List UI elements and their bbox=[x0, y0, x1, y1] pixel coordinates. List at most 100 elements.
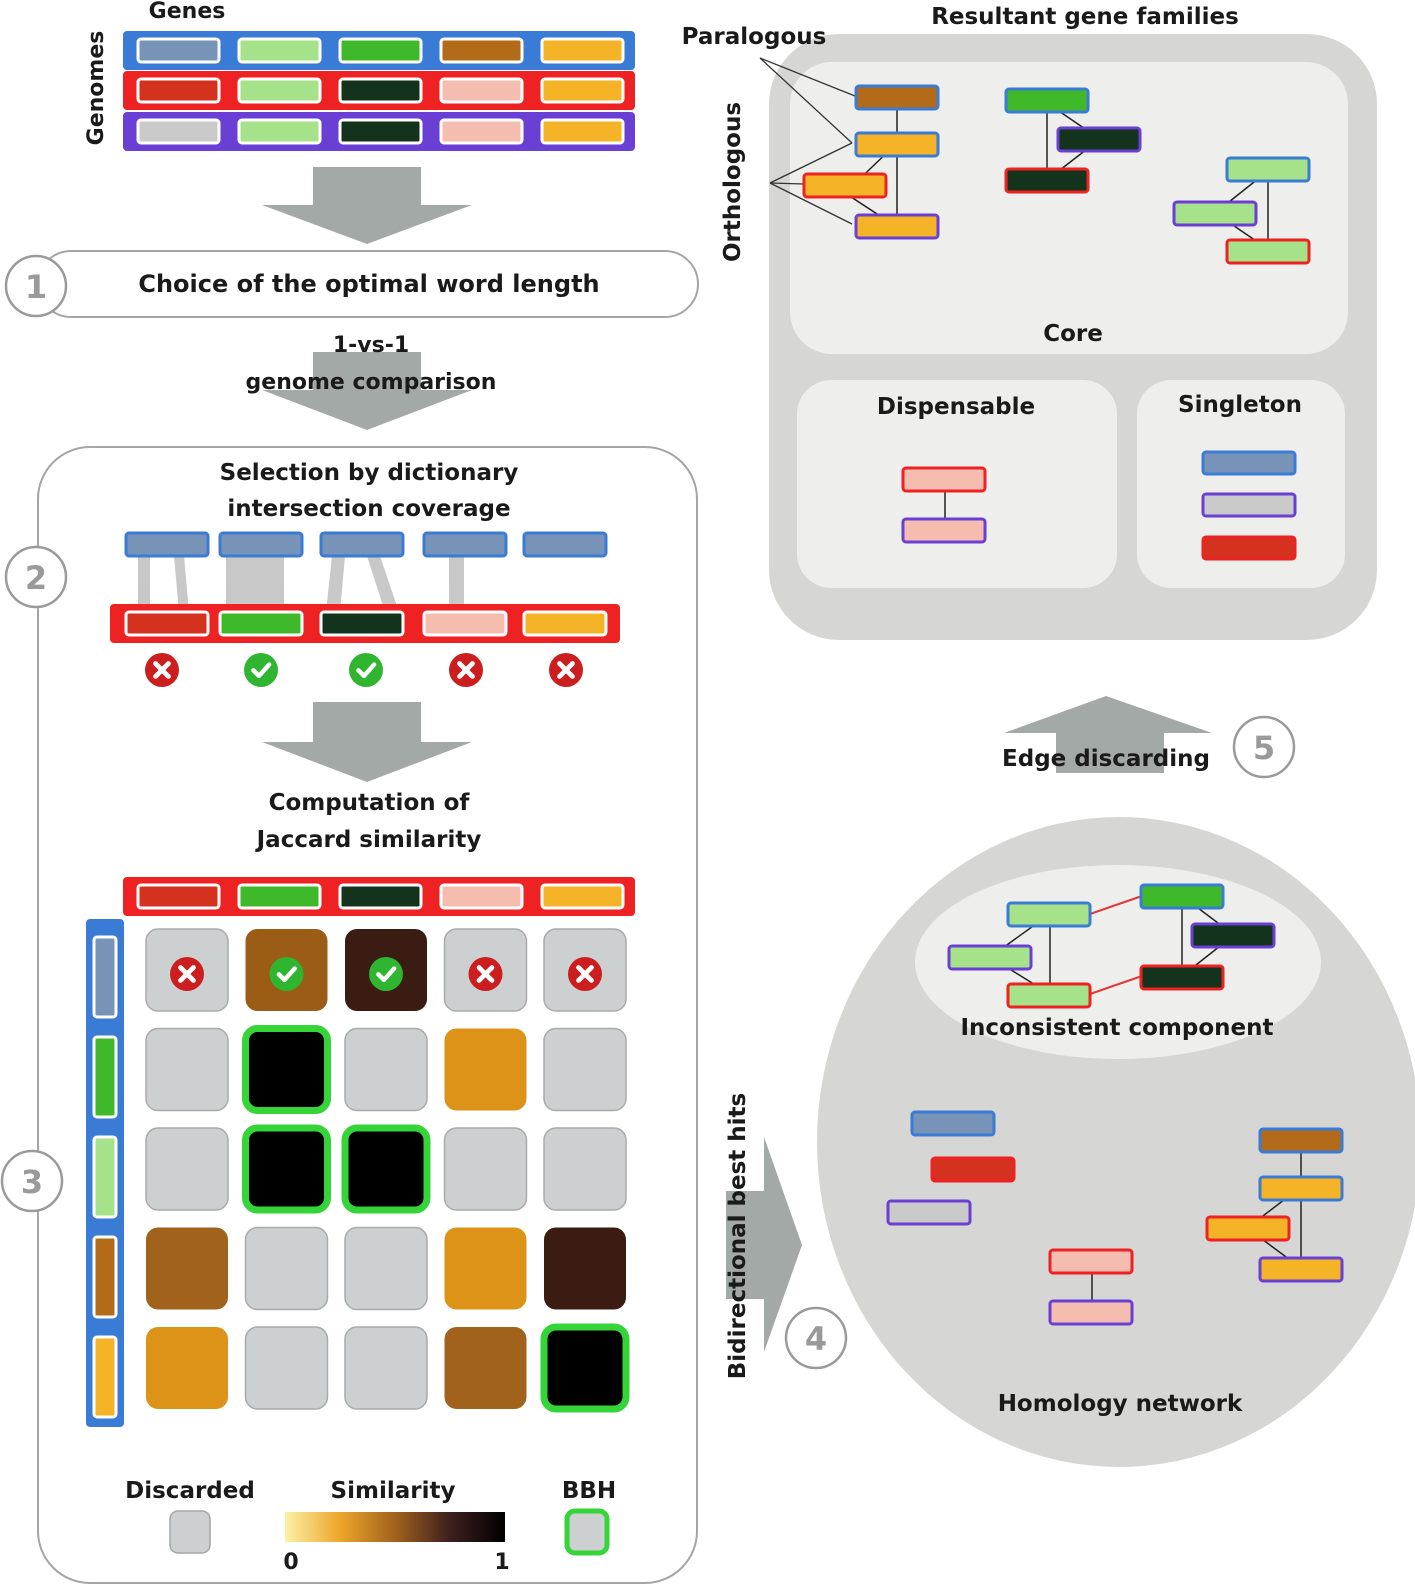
legend-similarity-gradient bbox=[285, 1512, 505, 1542]
gene-box bbox=[910, 1110, 996, 1137]
annotation-lines bbox=[759, 57, 856, 225]
dispensable-label: Dispensable bbox=[877, 394, 1035, 420]
gene-box bbox=[522, 610, 608, 637]
gene-box bbox=[522, 531, 608, 558]
gene-box bbox=[901, 517, 987, 544]
matrix-cell-bbh bbox=[540, 1323, 630, 1413]
arrow-icon bbox=[262, 702, 472, 782]
matrix-cell bbox=[544, 1227, 626, 1310]
families-genes bbox=[802, 84, 1311, 561]
gene-box bbox=[136, 37, 221, 64]
gene-box bbox=[338, 883, 423, 910]
gene-box bbox=[439, 883, 524, 910]
matrix-cell-discarded bbox=[145, 1027, 229, 1112]
step-5-number-circle bbox=[1232, 715, 1296, 779]
intersection-connector bbox=[174, 556, 189, 612]
matrix-cell-discarded bbox=[244, 1326, 329, 1410]
gene-box bbox=[1190, 922, 1276, 949]
gene-box bbox=[1004, 167, 1090, 194]
matrix-cell-discarded bbox=[344, 1326, 428, 1410]
matrix-cell-bbh bbox=[242, 1124, 331, 1214]
legend-discarded-label: Discarded bbox=[125, 1478, 255, 1504]
legend-bbh-label: BBH bbox=[562, 1478, 616, 1504]
intersection-connector bbox=[138, 556, 150, 612]
step-1-number: 1 bbox=[25, 268, 47, 306]
arrow-icon bbox=[262, 167, 472, 244]
cross-icon bbox=[145, 653, 179, 687]
legend: Discarded Similarity 0 1 BBH bbox=[125, 1478, 616, 1575]
gene-box bbox=[319, 531, 405, 558]
step-2-title-line-2: intersection coverage bbox=[227, 496, 510, 522]
gene-box bbox=[237, 77, 322, 104]
step-1-text: Choice of the optimal word length bbox=[138, 270, 599, 298]
matrix-cell bbox=[146, 1227, 228, 1310]
matrix-cell bbox=[146, 1327, 228, 1409]
genomes-label: Genomes bbox=[84, 31, 109, 146]
gene-box bbox=[1225, 238, 1311, 265]
intersection-connector bbox=[226, 556, 284, 612]
gene-box bbox=[1201, 492, 1297, 518]
gene-box bbox=[1205, 1215, 1291, 1242]
gene-box bbox=[540, 77, 625, 104]
step-1-number-circle bbox=[4, 254, 68, 318]
gene-box bbox=[1225, 156, 1311, 183]
intersection-connector bbox=[326, 556, 345, 612]
gene-box bbox=[1258, 1256, 1344, 1283]
cross-icon bbox=[568, 957, 602, 991]
jaccard-matrix bbox=[86, 877, 635, 1427]
gene-box bbox=[92, 1335, 118, 1419]
edge-discarding-label: Edge discarding bbox=[1002, 746, 1210, 772]
matrix-cell bbox=[444, 1028, 527, 1111]
gene-box bbox=[422, 610, 508, 637]
core-label: Core bbox=[1043, 321, 1103, 347]
gene-box bbox=[92, 1035, 118, 1119]
matrix-cell-discarded bbox=[344, 1226, 428, 1311]
genome-rows bbox=[123, 31, 635, 151]
gene-box bbox=[1048, 1248, 1134, 1275]
step-1-box: 1 Choice of the optimal word length bbox=[4, 250, 699, 318]
paralogous-label: Paralogous bbox=[682, 24, 827, 50]
gene-box bbox=[947, 944, 1033, 971]
matrix-cell-discarded bbox=[145, 1127, 229, 1211]
comparison-line-1: 1-vs-1 bbox=[333, 333, 409, 358]
inconsistent-edge bbox=[1089, 895, 1143, 915]
gene-box bbox=[1048, 1299, 1134, 1326]
inconsistent-edge bbox=[1089, 975, 1143, 995]
cross-icon bbox=[449, 653, 483, 687]
gene-box bbox=[1056, 126, 1142, 153]
inconsistent-component-label: Inconsistent component bbox=[961, 1015, 1274, 1041]
legend-discarded-swatch bbox=[169, 1510, 211, 1554]
gene-box bbox=[124, 531, 210, 558]
gene-box bbox=[1006, 901, 1092, 928]
gene-box bbox=[319, 610, 405, 637]
gene-box bbox=[930, 1156, 1016, 1183]
gene-box bbox=[802, 172, 888, 199]
gene-box bbox=[901, 466, 987, 493]
bbh-arrow-label: Bidirectional best hits bbox=[725, 1093, 751, 1380]
gene-box bbox=[338, 118, 423, 145]
cross-icon bbox=[170, 957, 204, 991]
legend-min-label: 0 bbox=[283, 1550, 298, 1575]
check-icon bbox=[369, 957, 403, 991]
network-genes bbox=[886, 883, 1344, 1326]
intersection-connector bbox=[449, 556, 464, 612]
gene-box bbox=[237, 37, 322, 64]
gene-box bbox=[92, 1235, 118, 1319]
gene-box bbox=[1172, 200, 1258, 227]
gene-box bbox=[540, 883, 625, 910]
homology-network-label: Homology network bbox=[998, 1391, 1243, 1417]
families-title: Resultant gene families bbox=[931, 4, 1239, 30]
gene-box bbox=[338, 77, 423, 104]
step-3-title-line-1: Computation of bbox=[269, 790, 471, 816]
gene-box bbox=[886, 1199, 972, 1226]
matrix-cell-discarded bbox=[543, 1127, 627, 1211]
legend-max-label: 1 bbox=[494, 1550, 509, 1575]
comparison-line-2: genome comparison bbox=[246, 370, 497, 395]
step-4-number: 4 bbox=[805, 1320, 827, 1358]
genes-label: Genes bbox=[149, 0, 226, 24]
singleton-label: Singleton bbox=[1178, 392, 1302, 418]
matrix-cell-bbh bbox=[242, 1025, 331, 1114]
gene-box bbox=[136, 77, 221, 104]
step-3-title-line-2: Jaccard similarity bbox=[255, 827, 482, 853]
